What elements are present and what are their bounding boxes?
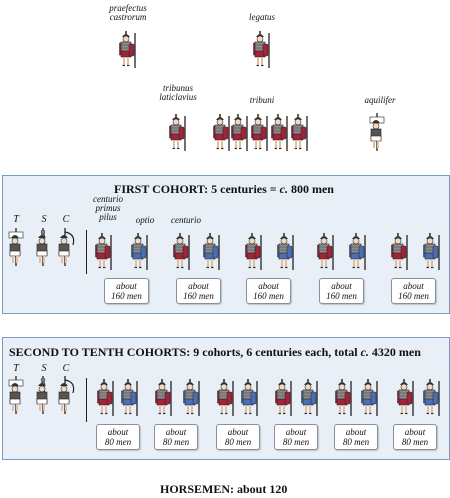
other-cohorts-title-post: 4320 men bbox=[368, 345, 421, 359]
other-cohorts-title: SECOND TO TENTH COHORTS: 9 cohorts, 6 ce… bbox=[9, 345, 421, 360]
optio-figure-first-4 bbox=[349, 233, 366, 270]
label-s-other: S bbox=[41, 363, 47, 374]
optio-figure-other-6 bbox=[423, 379, 440, 416]
label-s-first: S bbox=[41, 214, 47, 225]
label-praefectus-castrorum: praefectus castrorum bbox=[109, 3, 147, 22]
other-cohorts-title-pre: SECOND TO TENTH COHORTS: 9 cohorts, 6 ce… bbox=[9, 345, 361, 359]
label-tribuni: tribuni bbox=[249, 95, 275, 105]
label-c-first: C bbox=[62, 214, 70, 225]
optio-figure-other-2 bbox=[183, 379, 200, 416]
label-centurio: centurio bbox=[171, 215, 201, 225]
century-box-other-6: about 80 men bbox=[393, 424, 437, 450]
century-box-other-5: about 80 men bbox=[334, 424, 378, 450]
tribunus-laticlavius-figure bbox=[169, 114, 186, 151]
optio-figure-first-1 bbox=[131, 233, 148, 270]
standard-c-first bbox=[58, 228, 75, 266]
centurio-figure-other-3 bbox=[217, 379, 234, 416]
centurio-figure-other-6 bbox=[397, 379, 414, 416]
optio-figure-other-5 bbox=[361, 379, 378, 416]
optio-figure-other-1 bbox=[121, 379, 138, 416]
label-aquilifer: aquilifer bbox=[364, 95, 396, 105]
centurio-figure-first-2 bbox=[173, 233, 190, 270]
optio-figure-other-3 bbox=[241, 379, 258, 416]
first-cohort-title-pre: FIRST COHORT: 5 centuries = bbox=[114, 182, 280, 196]
tribunus-figure-4 bbox=[271, 114, 288, 151]
first-cohort-title-c: c. bbox=[279, 182, 288, 196]
century-box-other-4: about 80 men bbox=[274, 424, 318, 450]
optio-figure-other-4 bbox=[301, 379, 318, 416]
century-box-other-3: about 80 men bbox=[216, 424, 260, 450]
century-box-first-1: about 160 men bbox=[104, 278, 149, 304]
label-tribunus-laticlavius: tribunus laticlavius bbox=[159, 83, 197, 102]
standard-t-other bbox=[8, 376, 24, 414]
centurio-figure-other-1 bbox=[97, 379, 114, 416]
centurio-figure-other-2 bbox=[155, 379, 172, 416]
standard-t-first bbox=[8, 228, 24, 266]
tribunus-figure-3 bbox=[251, 114, 268, 151]
standard-s-other bbox=[36, 376, 48, 414]
label-centurio-primus-pilus: centurio primus pilus bbox=[93, 194, 123, 222]
optio-figure-first-2 bbox=[203, 233, 220, 270]
first-cohort-panel bbox=[2, 175, 450, 314]
label-optio: optio bbox=[135, 215, 155, 225]
divider-other-cohorts bbox=[86, 378, 87, 422]
horsemen-label: HORSEMEN: about 120 bbox=[160, 482, 288, 496]
century-box-other-2: about 80 men bbox=[154, 424, 198, 450]
optio-figure-first-3 bbox=[277, 233, 294, 270]
other-cohorts-title-c: c. bbox=[360, 345, 369, 359]
century-box-first-5: about 160 men bbox=[391, 278, 436, 304]
century-box-first-3: about 160 men bbox=[246, 278, 291, 304]
first-cohort-title-post: 800 men bbox=[287, 182, 334, 196]
tribunus-figure-1 bbox=[213, 114, 230, 151]
century-box-first-4: about 160 men bbox=[319, 278, 364, 304]
centurio-figure-first-1 bbox=[95, 233, 112, 270]
label-t-first: T bbox=[13, 214, 19, 225]
centurio-figure-first-3 bbox=[245, 233, 262, 270]
praefectus-figure bbox=[119, 31, 136, 68]
label-legatus: legatus bbox=[249, 12, 275, 22]
optio-figure-first-5 bbox=[423, 233, 440, 270]
divider-first-cohort bbox=[86, 230, 87, 274]
tribunus-figure-2 bbox=[231, 114, 248, 151]
tribunus-figure-5 bbox=[291, 114, 308, 151]
centurio-figure-other-5 bbox=[335, 379, 352, 416]
century-box-other-1: about 80 men bbox=[96, 424, 140, 450]
legatus-figure bbox=[253, 31, 270, 68]
centurio-figure-first-5 bbox=[391, 233, 408, 270]
standard-c-other bbox=[58, 376, 75, 414]
standard-s-first bbox=[36, 228, 48, 266]
label-t-other: T bbox=[13, 363, 19, 374]
centurio-figure-other-4 bbox=[275, 379, 292, 416]
label-c-other: C bbox=[62, 363, 70, 374]
centurio-figure-first-4 bbox=[317, 233, 334, 270]
aquilifer-figure bbox=[369, 113, 385, 151]
first-cohort-title: FIRST COHORT: 5 centuries = c. 800 men bbox=[114, 182, 334, 197]
century-box-first-2: about 160 men bbox=[176, 278, 221, 304]
